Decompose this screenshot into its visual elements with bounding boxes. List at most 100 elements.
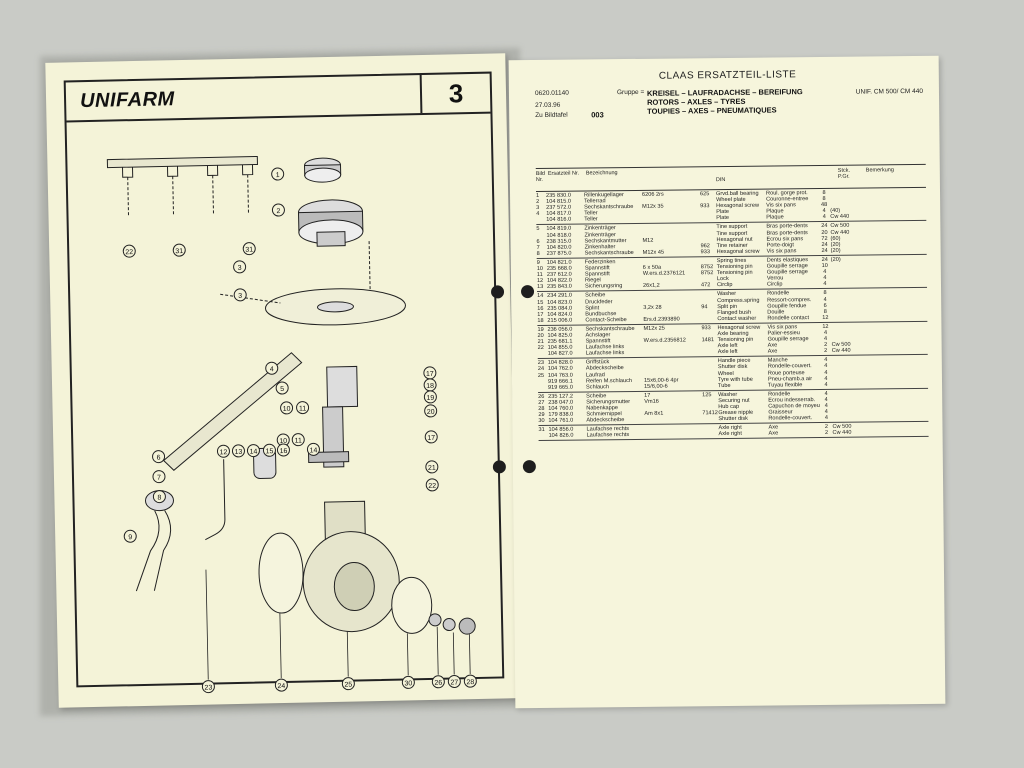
punch-hole — [522, 460, 536, 474]
cell-english: Circlip — [716, 282, 733, 289]
col-bild-nr: Bild Nr. — [535, 170, 546, 183]
cell-remark — [832, 381, 868, 387]
callout-number: 26 — [434, 680, 442, 687]
cell-bild-nr — [538, 351, 548, 357]
cell-remark — [832, 415, 868, 421]
callout-number: 17 — [427, 435, 435, 442]
cell-bild-nr: 8 — [536, 250, 540, 257]
cell-din — [703, 431, 719, 437]
model-label: UNIF. CM 500/ CM 440 — [855, 87, 924, 96]
cell-french: Vis six pans — [766, 248, 797, 255]
col-bezeichnung: Bezeichnung — [585, 170, 618, 177]
cell-din: 933 — [700, 249, 711, 256]
diagram-page: UNIFARM 3 — [45, 53, 519, 708]
gruppe-label: Gruppe = — [616, 88, 645, 97]
cell-part-number: 104 827.0 — [547, 350, 573, 358]
callout-number: 1 — [276, 172, 280, 179]
cell-french: Rondelle-couvert. — [768, 415, 813, 422]
cell-french: Axe — [768, 430, 779, 437]
cell-bezeichnung: Schlauch — [586, 383, 610, 391]
cell-qty: 4 — [823, 281, 827, 288]
diagram-frame: UNIFARM 3 — [63, 71, 505, 694]
col-din: DIN — [715, 177, 726, 184]
cell-part-number: 104 761.0 — [548, 417, 574, 425]
tine-holder-group — [122, 164, 254, 218]
cell-dimension — [645, 432, 703, 439]
cell-french: Axe — [767, 348, 778, 355]
cell-qty: 12 — [822, 314, 829, 321]
callout-number: 22 — [125, 249, 133, 256]
cell-bezeichnung: Contact-Scheibe — [585, 316, 627, 324]
cell-english: Axle left — [717, 349, 738, 356]
cell-bild-nr: 18 — [537, 317, 544, 324]
cell-remark — [831, 281, 867, 287]
punch-hole — [490, 285, 505, 299]
page-number: 3 — [419, 73, 491, 114]
cell-dimension: 15/6,00-6 — [644, 383, 668, 390]
callout-number: 22 — [428, 483, 436, 490]
callout-number: 9 — [128, 534, 132, 541]
cell-qty: 2 — [824, 430, 829, 437]
cell-qty: 2 — [824, 348, 828, 355]
cell-dimension — [642, 216, 700, 223]
cell-din — [702, 416, 718, 422]
col-bemerkung: Bemerkung — [865, 167, 894, 174]
cell-english: Shutter disk — [718, 415, 748, 423]
col-ersatzteil: Ersatzteil Nr. — [547, 170, 580, 177]
cell-remark: Cw 440 — [832, 430, 852, 437]
callout-number: 31 — [245, 247, 253, 254]
doc-number: 0620.01140 — [534, 89, 569, 97]
callout-number: 6 — [157, 455, 161, 462]
callout-number: 31 — [175, 248, 183, 255]
callout-number: 28 — [466, 679, 474, 686]
cell-bild-nr: 13 — [536, 284, 544, 291]
group-title: KREISEL – LAUFRADACHSE – BEREIFUNG ROTOR… — [647, 87, 803, 116]
doc-date: 27.03.96 — [535, 101, 561, 109]
cell-qty: 4 — [824, 415, 828, 422]
cell-bezeichnung: Sicherungsring — [584, 283, 623, 290]
callout-number: 18 — [426, 383, 434, 390]
callout-number: 21 — [428, 465, 436, 472]
callout-number: 11 — [299, 405, 307, 412]
callout-number: 8 — [157, 495, 161, 502]
punch-hole — [520, 285, 535, 299]
cell-french: Rondelle contact — [767, 314, 810, 322]
callout-number: 12 — [220, 449, 228, 456]
parts-list-page: CLAAS ERSATZTEIL-LISTE 0620.01140 27.03.… — [490, 55, 946, 709]
cell-remark — [831, 314, 867, 320]
callout-number: 3 — [238, 293, 242, 300]
callout-number: 24 — [277, 683, 285, 690]
cell-french: Circlip — [766, 281, 783, 288]
cell-english: Axle right — [718, 431, 742, 438]
callout-number: 15 — [266, 448, 274, 455]
cell-part-number: 215 006.0 — [547, 317, 573, 324]
callout-number: 30 — [404, 680, 412, 687]
callout-number: 13 — [235, 449, 243, 456]
callout-number: 2 — [276, 208, 280, 215]
cell-bezeichnung: Laufachse rechts — [586, 432, 630, 439]
callout-number: 4 — [270, 366, 274, 373]
callout-number: 14 — [310, 447, 318, 454]
punch-hole — [492, 460, 506, 474]
cell-english: Tube — [718, 382, 731, 389]
cell-dimension: Ers.d.2393890 — [643, 316, 680, 323]
cell-qty: 4 — [822, 214, 826, 221]
callout-number: 19 — [426, 395, 434, 402]
callout-number: 10 — [279, 438, 287, 445]
callout-number: 27 — [450, 679, 458, 686]
callout-markers — [122, 167, 477, 694]
cell-dimension — [644, 416, 702, 423]
cell-din — [702, 349, 718, 355]
cell-part-number: 235 843.0 — [546, 283, 572, 291]
cell-bild-nr — [538, 385, 548, 391]
callout-number: 11 — [295, 438, 303, 445]
callout-number: 5 — [280, 386, 284, 393]
